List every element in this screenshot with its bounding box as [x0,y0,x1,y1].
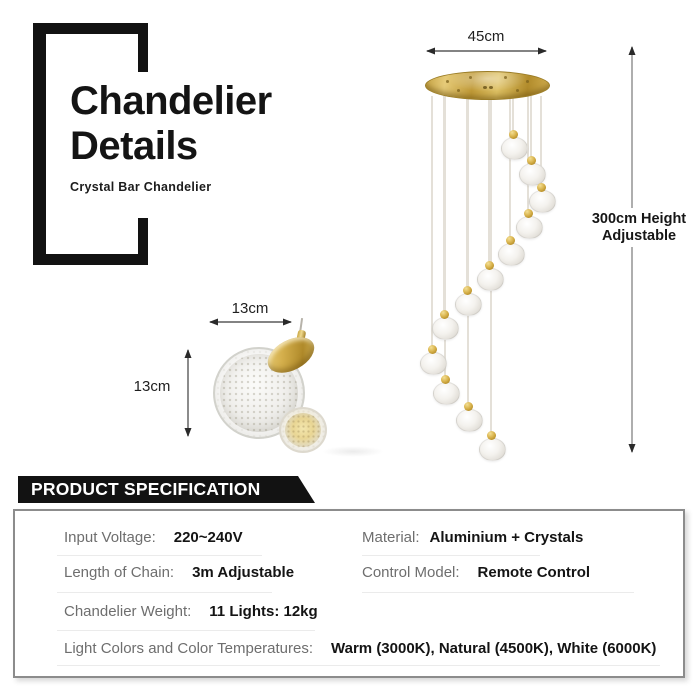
spec-label: Light Colors and Color Temperatures: [64,640,314,657]
pendant-gold-cap-icon [526,156,536,165]
canopy-width-label: 45cm [467,28,505,45]
pendant-gold-cap-icon [484,261,494,270]
row-separator [57,592,272,593]
row-separator [57,555,262,556]
spec-label: Chandelier Weight: [64,603,192,620]
pendant-wire [467,96,469,405]
spec-table: Input Voltage: 220~240V Length of Chain: 3… [13,509,685,678]
pendant-ball [455,408,483,432]
pendant-ball [454,292,482,316]
ceiling-canopy [425,71,550,100]
pendant-ball [478,437,506,461]
pendant-gold-cap-icon [462,286,472,295]
pendant-wire [488,96,490,264]
pendant-gold-cap-icon [505,236,515,245]
pendant-ball [528,189,556,213]
spec-value: 3m Adjustable [192,564,295,581]
pendant-wire [512,96,514,133]
pendant-ball [476,267,504,291]
pendant-gold-cap-icon [463,402,473,411]
pendant-ball [419,351,447,375]
spec-value: 11 Lights: 12kg [209,603,318,620]
pendant-gold-cap-icon [439,310,449,319]
bracket-bottom-stub [138,218,148,254]
pendant-gold-cap-icon [486,431,496,440]
detail-width-label: 13cm [231,300,269,317]
page-title-line1: Chandelier [70,79,272,123]
pendant-wire [530,96,532,159]
pendant-ball [500,136,528,160]
drop-height-label-line1: 300cm Height [591,211,687,227]
pendant-ball [431,316,459,340]
spec-label: Material: [362,529,420,546]
pendant-gold-cap-icon [440,375,450,384]
pendant-gold-cap-icon [508,130,518,139]
row-separator [57,630,315,631]
spec-row-control: Control Model: Remote Control [362,563,590,583]
pendant-wire [540,96,542,186]
pendant-ball [497,242,525,266]
spec-label: Length of Chain: [64,564,175,581]
spec-row-light-colors: Light Colors and Color Temperatures: Warm… [64,639,656,659]
pendant-gold-cap-icon [523,209,533,218]
spec-row-input-voltage: Input Voltage: 220~240V [64,528,243,548]
page-subtitle: Crystal Bar Chandelier [70,180,212,194]
pendant-gold-cap-icon [536,183,546,192]
row-separator [362,555,540,556]
spec-value: Remote Control [477,564,591,581]
drop-height-label-line2: Adjustable [601,227,677,244]
spec-value: 220~240V [173,529,243,546]
pendant-wire [527,96,529,212]
spec-banner-title: PRODUCT SPECIFICATION [31,479,261,499]
pendant-ball [515,215,543,239]
spec-row-material: Material: Aluminium + Crystals [362,528,583,548]
bracket-top-stub [138,34,148,72]
spec-label: Input Voltage: [64,529,156,546]
pendant-gold-cap-icon [427,345,437,354]
pendant-wire [509,96,511,239]
drop-height-label: 300cm Height Adjustable [576,208,700,247]
spec-row-weight: Chandelier Weight: 11 Lights: 12kg [64,602,318,622]
detail-shadow [322,446,384,457]
pendant-wire [431,96,433,348]
crystal-disc-small [279,407,327,453]
spec-label: Control Model: [362,564,460,581]
spec-row-chain-length: Length of Chain: 3m Adjustable [64,563,294,583]
bracket-frame-icon [33,23,148,265]
pendant-wire [444,96,446,378]
page-title-line2: Details [70,124,198,168]
title-block: Chandelier Details Crystal Bar Chandelie… [70,79,272,194]
spec-value: Warm (3000K), Natural (4500K), White (60… [331,640,657,657]
row-separator [362,592,634,593]
detail-height-label: 13cm [133,378,171,395]
pendant-ball [432,381,460,405]
row-separator [57,665,660,666]
spec-banner: PRODUCT SPECIFICATION [18,476,315,503]
spec-value: Aluminium + Crystals [429,529,584,546]
